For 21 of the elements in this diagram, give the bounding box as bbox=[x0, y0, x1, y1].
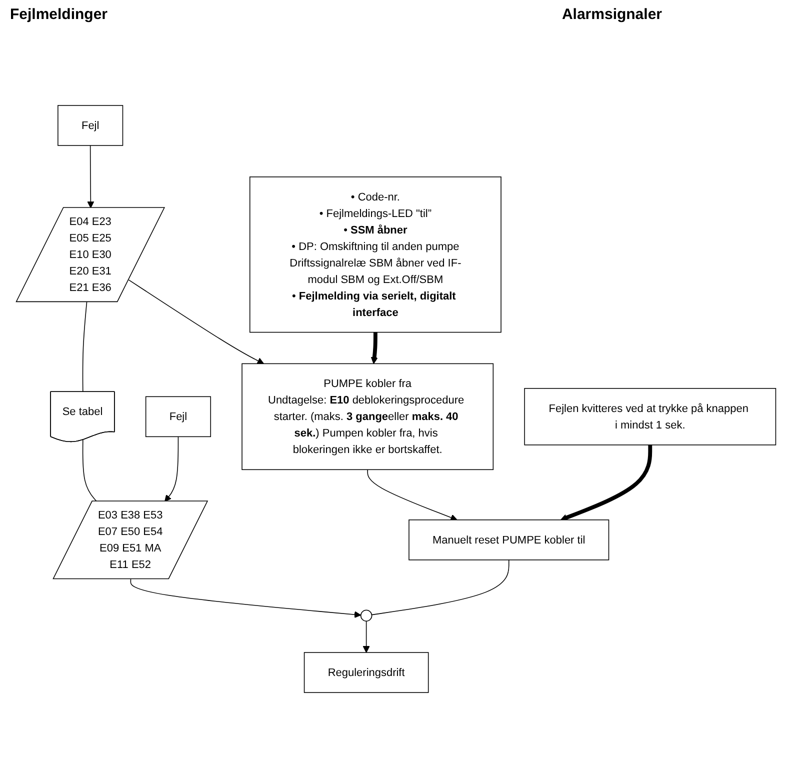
column-heading: Alarmsignaler bbox=[562, 6, 662, 23]
node-box: Fejl bbox=[145, 396, 212, 438]
arrow bbox=[560, 444, 652, 521]
node-box: Manuelt reset PUMPE kobler til bbox=[408, 519, 610, 560]
arrow bbox=[130, 578, 362, 618]
node-box: Fejl bbox=[58, 105, 124, 146]
arrow bbox=[370, 332, 378, 364]
connector bbox=[371, 560, 510, 616]
arrow bbox=[367, 469, 458, 521]
node-box: PUMPE kobler fra Undtagelse: E10 deblokeringsprocedure starter. (maks. 3 gangeeller maks. 40 sek.) Pumpen kobler fra, hvis blokeringen ikke er bortskaffet. bbox=[242, 363, 494, 470]
arrow bbox=[128, 280, 264, 364]
column-heading: Fejlmeldinger bbox=[10, 6, 108, 23]
node-box: • Code-nr. • Fejlmeldings-LED "til” • SSM åbner • DP: Omskiftning til anden pumpe Driftssignalrelæ SBM åbner ved IF-modul SBM og Ext.Off/SBM • Fejlmelding via serielt, digitalt interface bbox=[249, 176, 502, 333]
arrow bbox=[164, 436, 179, 502]
connector bbox=[82, 302, 88, 392]
arrow bbox=[87, 145, 94, 208]
arrow bbox=[362, 620, 370, 653]
node-box: Reguleringsdrift bbox=[304, 652, 429, 693]
connector bbox=[82, 440, 98, 502]
node-circle bbox=[360, 610, 372, 622]
node-box: Fejlen kvitteres ved at trykke på knappen i mindst 1 sek. bbox=[524, 388, 776, 446]
